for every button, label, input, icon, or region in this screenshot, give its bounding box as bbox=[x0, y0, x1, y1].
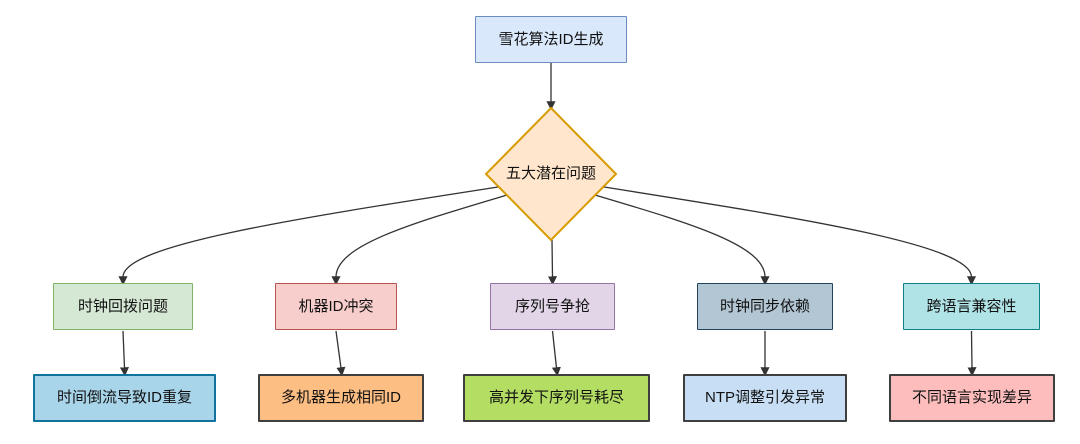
decision-node-label: 五大潜在问题 bbox=[505, 165, 596, 182]
problem-node-2: 机器ID冲突 bbox=[275, 283, 397, 330]
edge-decision-to-problem-5 bbox=[603, 186, 977, 286]
consequence-node-2: 多机器生成相同ID bbox=[258, 374, 424, 422]
consequence-node-3-label: 高并发下序列号耗尽 bbox=[488, 389, 624, 406]
problem-node-1: 时钟回拨问题 bbox=[53, 283, 193, 330]
consequence-node-1-label: 时间倒流导致ID重复 bbox=[56, 389, 192, 406]
edge-problem-5-to-consequence-5 bbox=[967, 330, 977, 377]
problem-node-5: 跨语言兼容性 bbox=[903, 283, 1040, 330]
consequence-node-3: 高并发下序列号耗尽 bbox=[463, 374, 650, 422]
edge-decision-to-problem-4 bbox=[594, 194, 770, 286]
problem-node-4: 时钟同步依赖 bbox=[697, 283, 833, 330]
edge-problem-2-to-consequence-2 bbox=[335, 330, 346, 377]
problem-node-4-label: 时钟同步依赖 bbox=[719, 297, 810, 315]
root-node: 雪花算法ID生成 bbox=[475, 16, 627, 63]
problem-node-3-label: 序列号争抢 bbox=[514, 297, 590, 315]
problem-node-3: 序列号争抢 bbox=[490, 283, 615, 330]
root-node-label: 雪花算法ID生成 bbox=[498, 30, 604, 48]
consequence-node-5-label: 不同语言实现差异 bbox=[911, 389, 1032, 406]
edge-problem-3-to-consequence-3 bbox=[551, 330, 561, 377]
edge-problem-1-to-consequence-1 bbox=[119, 330, 130, 377]
consequence-node-4-label: NTP调整引发异常 bbox=[704, 389, 825, 406]
consequence-node-1: 时间倒流导致ID重复 bbox=[33, 374, 216, 422]
edge-decision-to-problem-3 bbox=[547, 239, 558, 286]
problem-node-2-label: 机器ID冲突 bbox=[298, 297, 374, 315]
edge-decision-to-problem-1 bbox=[118, 186, 499, 286]
consequence-node-5: 不同语言实现差异 bbox=[889, 374, 1055, 422]
diamond-shape bbox=[484, 106, 618, 242]
decision-node: 五大潜在问题 bbox=[484, 106, 618, 242]
consequence-node-2-label: 多机器生成相同ID bbox=[280, 389, 401, 406]
edge-decision-to-problem-2 bbox=[331, 194, 508, 286]
consequence-node-4: NTP调整引发异常 bbox=[683, 374, 847, 422]
problem-node-1-label: 时钟回拨问题 bbox=[77, 297, 168, 315]
problem-node-5-label: 跨语言兼容性 bbox=[926, 297, 1017, 315]
